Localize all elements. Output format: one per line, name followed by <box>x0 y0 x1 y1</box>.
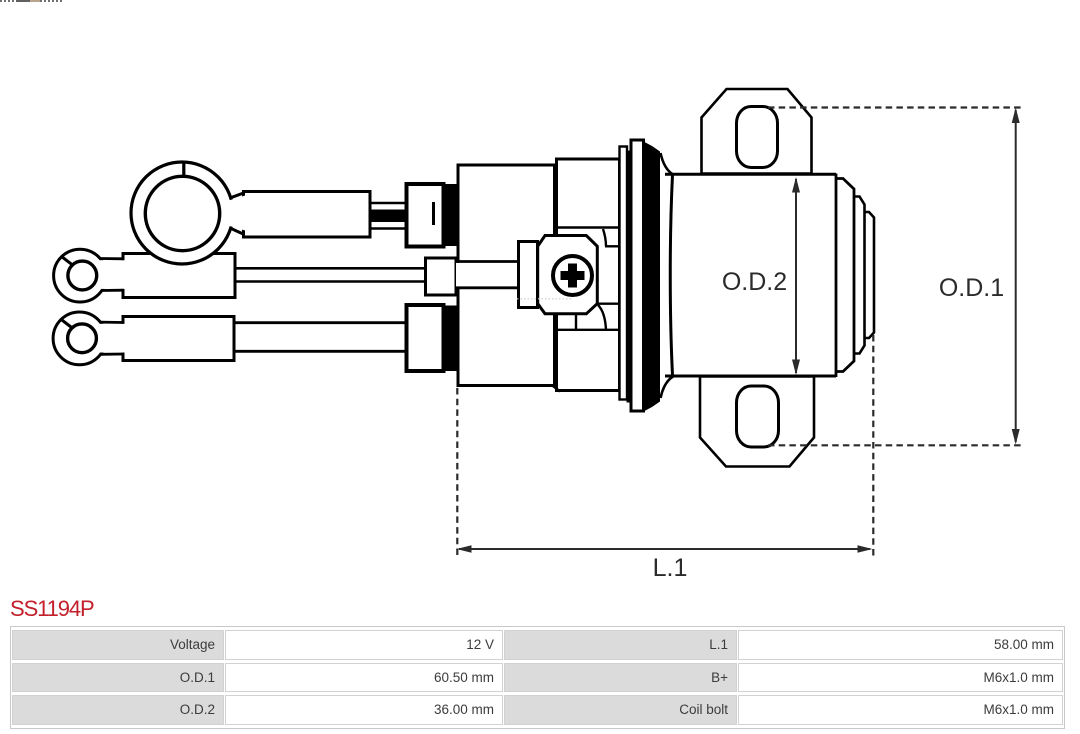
svg-text:L.1: L.1 <box>653 554 688 582</box>
svg-text:O.D.2: O.D.2 <box>722 268 787 296</box>
svg-text:O.D.1: O.D.1 <box>939 274 1004 302</box>
